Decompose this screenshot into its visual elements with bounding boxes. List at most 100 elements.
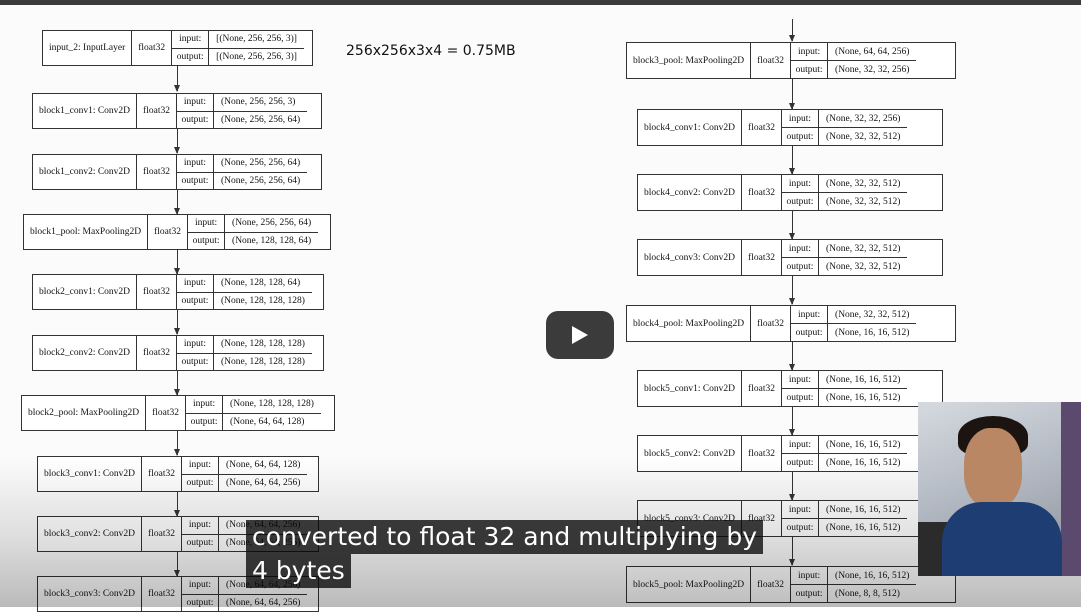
input-shape: (None, 32, 32, 512) bbox=[835, 309, 910, 320]
video-frame[interactable]: input_2: InputLayer float32 input: [(None… bbox=[0, 5, 1081, 612]
connector-arrow bbox=[789, 79, 795, 110]
output-shape: (None, 128, 128, 128) bbox=[220, 356, 305, 367]
presenter-face bbox=[964, 428, 1022, 508]
output-label: output: bbox=[791, 324, 829, 341]
layer-name: block1_pool: MaxPooling2D bbox=[24, 215, 149, 249]
connector-arrow bbox=[789, 342, 795, 371]
layer-dtype: float32 bbox=[137, 94, 177, 128]
input-label: input: bbox=[188, 215, 226, 232]
layer-node: block1_pool: MaxPooling2D float32 input:… bbox=[23, 214, 331, 250]
layer-name: block5_pool: MaxPooling2D bbox=[627, 567, 752, 602]
caption-line-2: 4 bytes bbox=[246, 554, 351, 588]
input-shape: [(None, 256, 256, 3)] bbox=[216, 34, 297, 45]
input-label: input: bbox=[791, 43, 829, 60]
layer-dtype: float32 bbox=[742, 175, 782, 210]
output-label: output: bbox=[186, 413, 224, 430]
input-label: input: bbox=[186, 396, 224, 413]
webcam-background bbox=[1061, 402, 1081, 576]
layer-name: block2_conv2: Conv2D bbox=[33, 336, 138, 370]
layer-node: block3_pool: MaxPooling2D float32 input:… bbox=[626, 42, 956, 79]
layer-name: block1_conv1: Conv2D bbox=[33, 94, 138, 128]
output-label: output: bbox=[177, 172, 214, 189]
input-label: input: bbox=[172, 31, 210, 48]
layer-node: block4_pool: MaxPooling2D float32 input:… bbox=[626, 305, 956, 342]
input-label: input: bbox=[782, 240, 819, 257]
output-label: output: bbox=[177, 292, 214, 309]
layer-name: block3_pool: MaxPooling2D bbox=[627, 43, 752, 78]
input-shape: (None, 16, 16, 512) bbox=[835, 570, 910, 581]
play-button[interactable] bbox=[546, 311, 614, 359]
connector-arrow bbox=[789, 276, 795, 305]
input-label: input: bbox=[782, 371, 819, 388]
input-label: input: bbox=[177, 336, 214, 353]
output-shape: [(None, 256, 256, 3)] bbox=[216, 51, 297, 62]
layer-name: block4_pool: MaxPooling2D bbox=[627, 306, 752, 341]
input-label: input: bbox=[782, 175, 819, 192]
output-label: output: bbox=[182, 594, 219, 611]
connector-arrow bbox=[174, 190, 180, 215]
layer-name: block5_conv3: Conv2D bbox=[638, 501, 743, 536]
layer-node: block3_conv3: Conv2D float32 input:(None… bbox=[37, 576, 319, 612]
connector-arrow bbox=[174, 371, 180, 396]
layer-dtype: float32 bbox=[148, 215, 189, 249]
layer-dtype: float32 bbox=[742, 436, 782, 471]
output-label: output: bbox=[177, 353, 214, 370]
input-shape: (None, 256, 256, 3) bbox=[220, 97, 296, 108]
connector-arrow bbox=[174, 431, 180, 456]
output-label: output: bbox=[791, 585, 829, 602]
layer-dtype: float32 bbox=[137, 155, 177, 189]
layer-dtype: float32 bbox=[142, 517, 182, 551]
input-shape: (None, 32, 32, 512) bbox=[825, 178, 901, 189]
layer-name: block4_conv1: Conv2D bbox=[638, 110, 743, 145]
output-label: output: bbox=[177, 111, 214, 128]
layer-io: input:(None, 256, 256, 64) output:(None,… bbox=[188, 215, 319, 249]
layer-node: input_2: InputLayer float32 input:[(None… bbox=[42, 30, 313, 66]
layer-name: block5_conv2: Conv2D bbox=[638, 436, 743, 471]
output-label: output: bbox=[782, 193, 819, 210]
input-label: input: bbox=[782, 436, 819, 453]
connector-arrow bbox=[789, 146, 795, 175]
layer-io: input: (None, 16, 16, 512) output: (None, … bbox=[791, 567, 917, 602]
layer-io: input:(None, 32, 32, 512) output:(None, … bbox=[781, 175, 908, 210]
layer-node: block3_conv1: Conv2D float32 input:(None… bbox=[37, 456, 319, 492]
input-label: input: bbox=[177, 155, 214, 172]
layer-dtype: float32 bbox=[137, 275, 177, 309]
output-label: output: bbox=[782, 258, 819, 275]
connector-arrow bbox=[174, 250, 180, 275]
output-shape: (None, 64, 64, 128) bbox=[230, 416, 305, 427]
connector-arrow bbox=[789, 407, 795, 436]
input-shape: (None, 32, 32, 256) bbox=[825, 113, 901, 124]
layer-name: block5_conv1: Conv2D bbox=[638, 371, 743, 406]
input-label: input: bbox=[782, 110, 819, 127]
output-shape: (None, 16, 16, 512) bbox=[825, 457, 901, 468]
output-label: output: bbox=[782, 389, 819, 406]
layer-node: block2_conv2: Conv2D float32 input:(None… bbox=[32, 335, 324, 371]
layer-dtype: float32 bbox=[751, 567, 792, 602]
layer-io: input:(None, 128, 128, 128) output:(None… bbox=[186, 396, 321, 430]
input-label: input: bbox=[791, 567, 829, 584]
connector-arrow bbox=[174, 66, 180, 92]
output-label: output: bbox=[172, 48, 210, 65]
input-label: input: bbox=[791, 306, 829, 323]
layer-name: block2_conv1: Conv2D bbox=[33, 275, 138, 309]
connector-arrow bbox=[789, 19, 795, 42]
output-shape: (None, 32, 32, 512) bbox=[825, 261, 901, 272]
layer-dtype: float32 bbox=[142, 577, 182, 611]
layer-dtype: float32 bbox=[146, 396, 187, 430]
layer-io: input:(None, 16, 16, 512) output:(None, … bbox=[781, 371, 908, 406]
output-shape: (None, 256, 256, 64) bbox=[220, 114, 301, 125]
layer-io: input:(None, 128, 128, 128) output:(None… bbox=[176, 336, 312, 370]
layer-node: block2_pool: MaxPooling2D float32 input:… bbox=[21, 395, 335, 431]
connector-arrow bbox=[174, 492, 180, 517]
layer-node: block5_conv2: Conv2D float32 input: (None… bbox=[637, 435, 943, 472]
layer-name: block1_conv2: Conv2D bbox=[33, 155, 138, 189]
output-label: output: bbox=[782, 128, 819, 145]
output-label: output: bbox=[182, 474, 219, 491]
output-label: output: bbox=[182, 534, 219, 551]
layer-name: block2_pool: MaxPooling2D bbox=[22, 396, 147, 430]
layer-io: input:(None, 64, 64, 256) output:(None, … bbox=[791, 43, 917, 78]
output-shape: (None, 8, 8, 512) bbox=[835, 588, 900, 599]
layer-name: input_2: InputLayer bbox=[43, 31, 133, 65]
layer-node: block1_conv2: Conv2D float32 input:(None… bbox=[32, 154, 322, 190]
input-shape: (None, 64, 64, 128) bbox=[225, 460, 301, 471]
